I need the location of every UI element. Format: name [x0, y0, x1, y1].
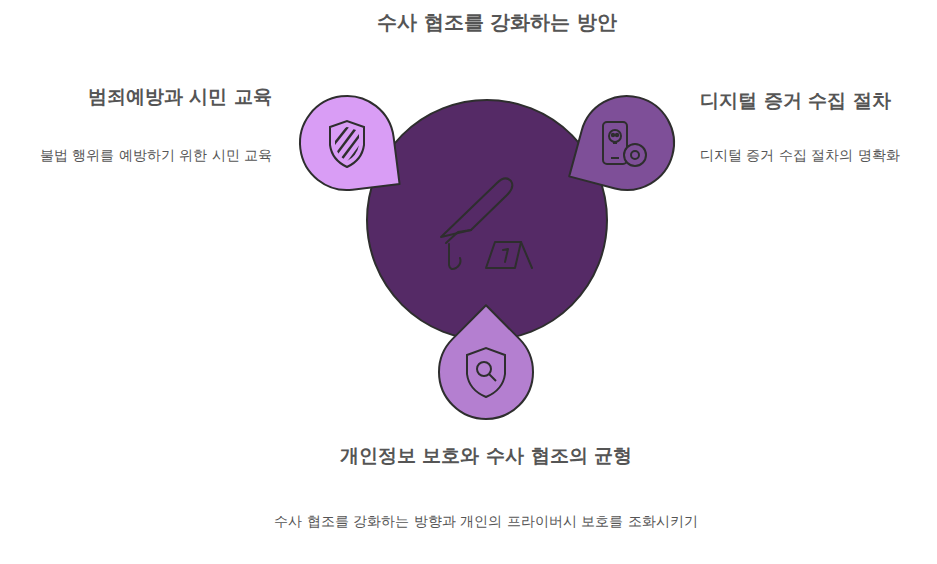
pin-shape	[409, 295, 563, 449]
pin-heading: 디지털 증거 수집 절차	[700, 88, 891, 112]
pin-heading: 범죄예방과 시민 교육	[88, 84, 272, 108]
pin-node: 디지털 증거 수집 절차디지털 증거 수집 절차의 명확화	[550, 66, 704, 220]
pin-description: 디지털 증거 수집 절차의 명확화	[700, 146, 900, 164]
pin-shape	[270, 66, 424, 220]
pin-node: 범죄예방과 시민 교육불법 행위를 예방하기 위한 시민 교육	[270, 66, 424, 220]
pin-heading: 개인정보 보호와 수사 협조의 균형	[340, 443, 632, 467]
pin-shape	[550, 66, 704, 220]
pin-description: 불법 행위를 예방하기 위한 시민 교육	[40, 146, 272, 164]
diagram-title: 수사 협조를 강화하는 방안	[377, 9, 618, 35]
pin-node: 개인정보 보호와 수사 협조의 균형수사 협조를 강화하는 방향과 개인의 프라…	[409, 295, 563, 449]
pin-description: 수사 협조를 강화하는 방향과 개인의 프라이버시 보호를 조화시키기	[274, 512, 697, 530]
